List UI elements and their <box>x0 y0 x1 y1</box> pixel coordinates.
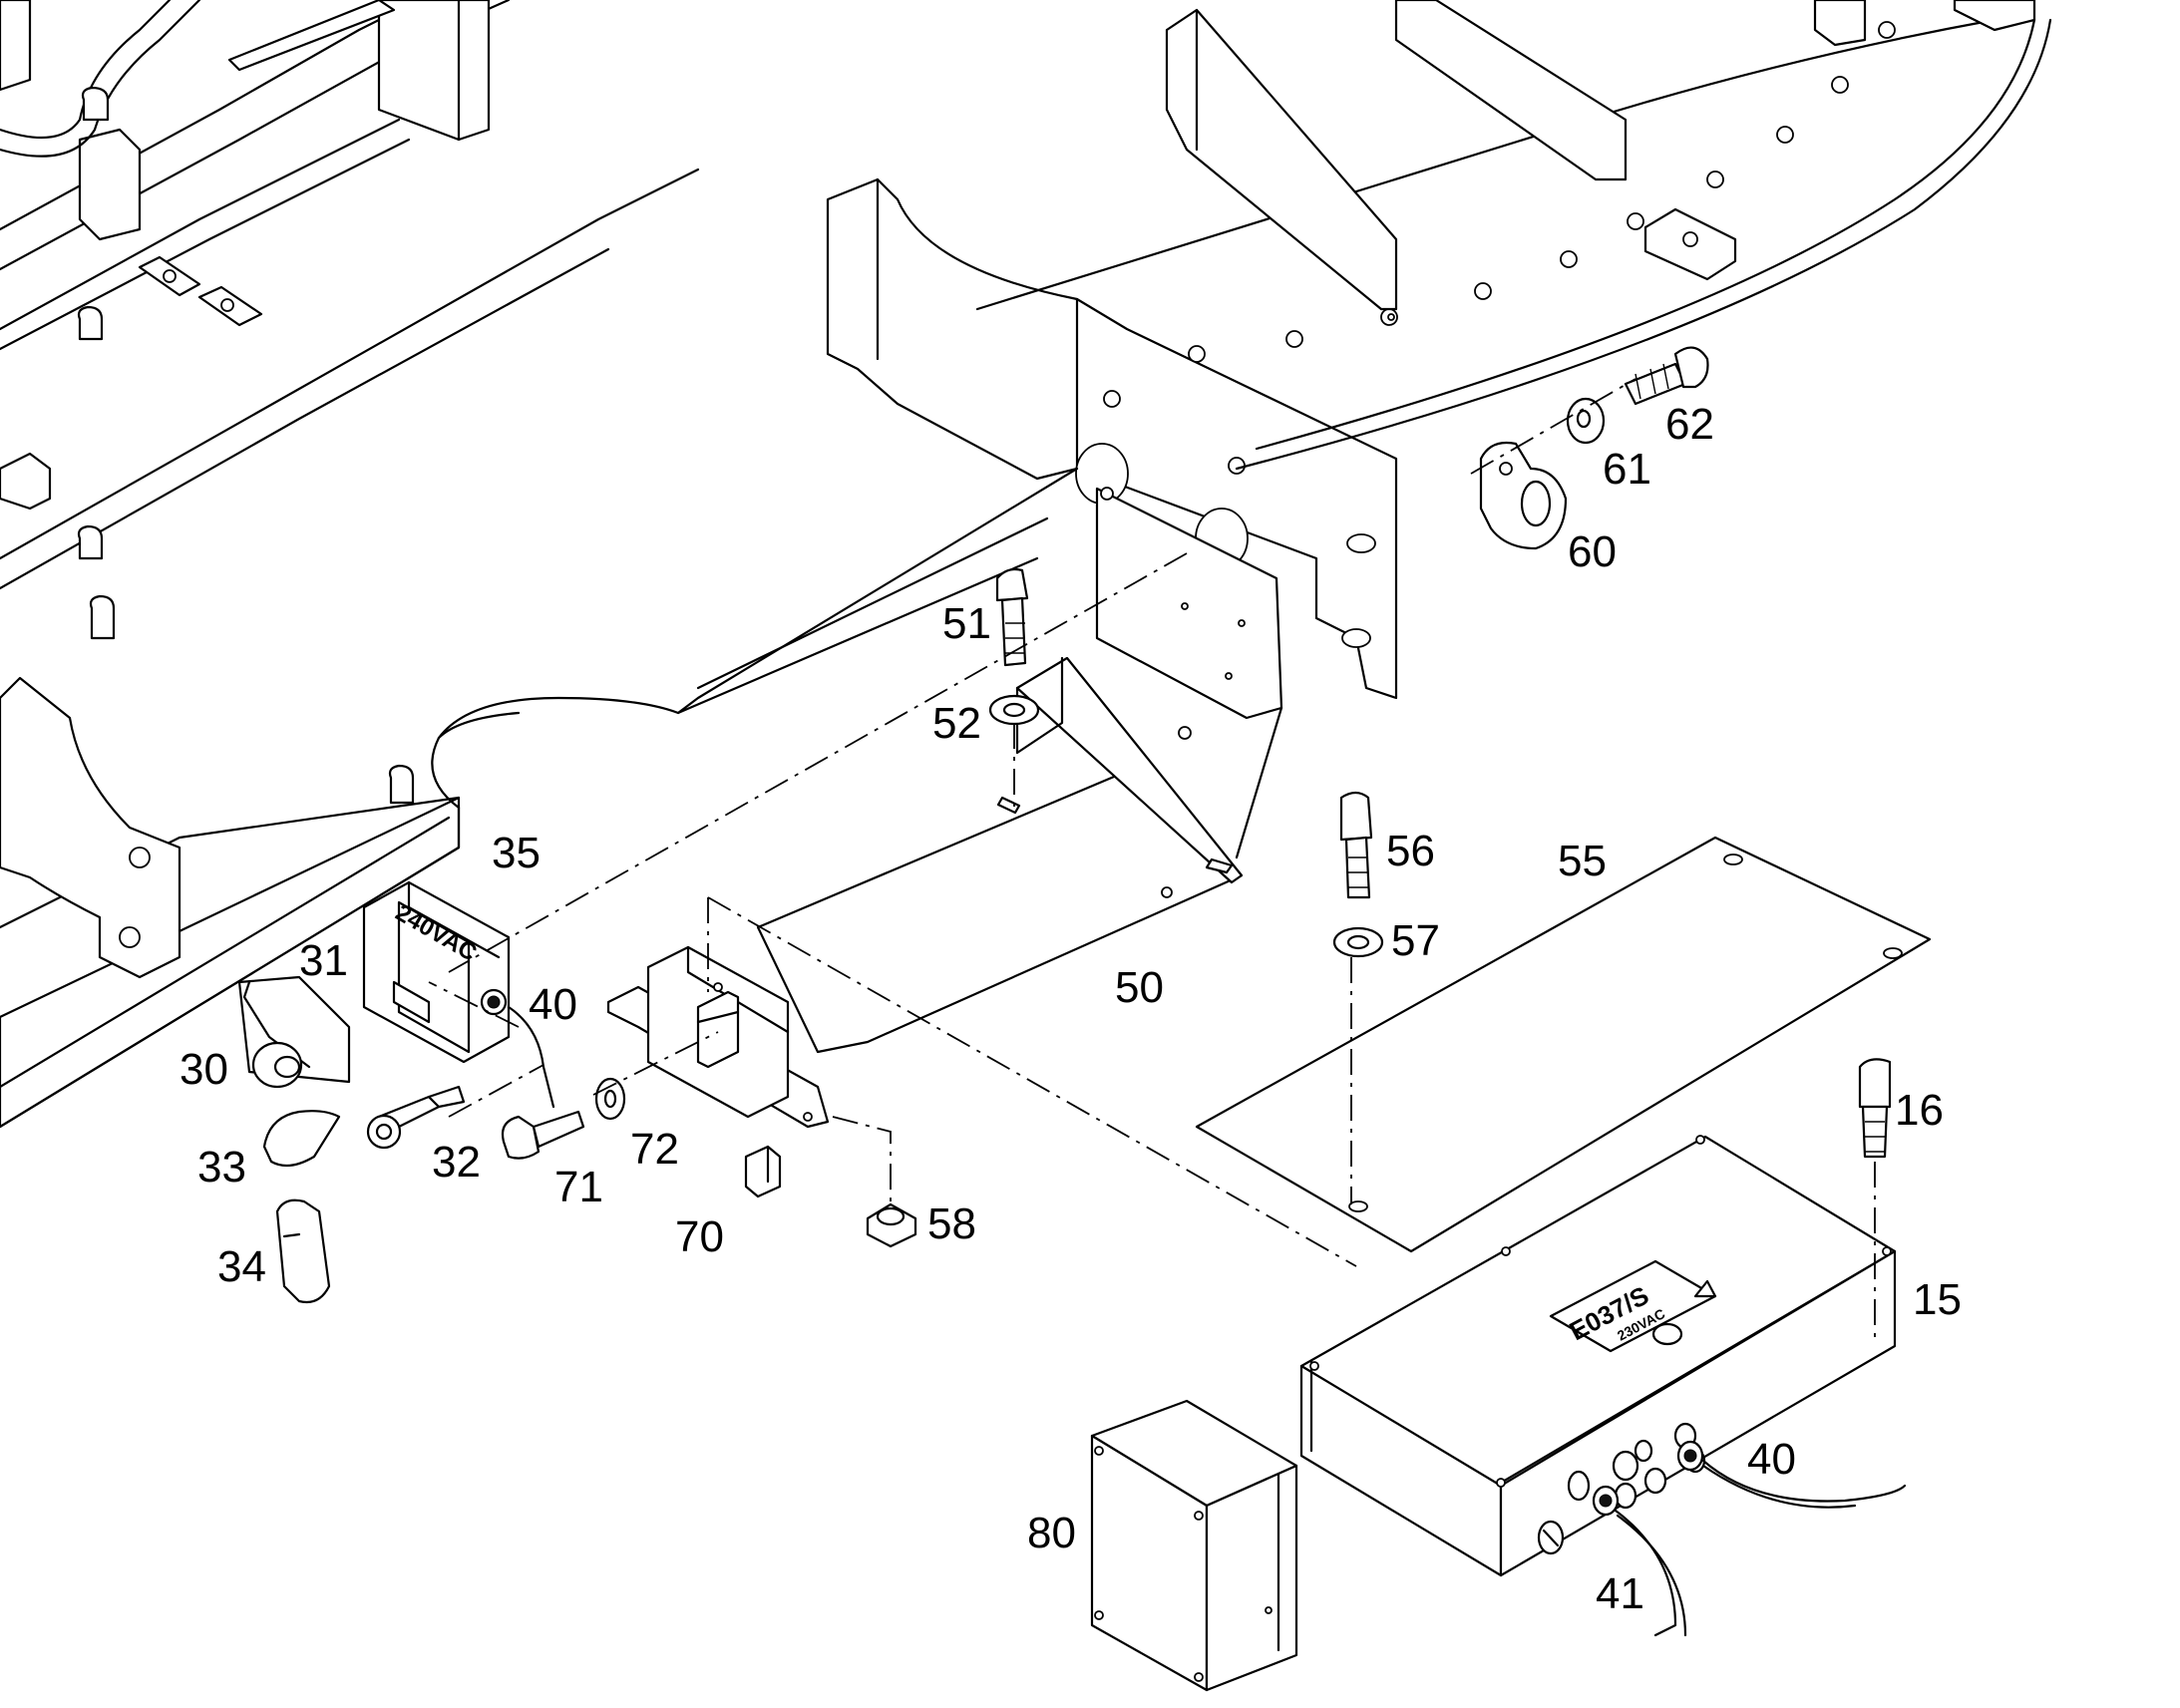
callout-40-control-box: 40 <box>1747 1435 1796 1484</box>
callout-16: 16 <box>1895 1086 1944 1135</box>
callout-61: 61 <box>1603 445 1651 494</box>
callout-labels: 62 61 60 51 52 35 31 40 30 33 32 71 72 3… <box>180 400 1962 1618</box>
callout-40-small-box: 40 <box>529 980 577 1029</box>
callout-33: 33 <box>197 1143 246 1192</box>
enclosure-80 <box>1090 1399 1298 1692</box>
washer-72 <box>594 1077 626 1121</box>
cap-33 <box>262 1110 341 1168</box>
callout-15: 15 <box>1913 1275 1962 1324</box>
bolt-71 <box>501 1110 585 1160</box>
callout-31: 31 <box>299 936 348 985</box>
junction-box-35: 240VAC <box>362 880 511 1064</box>
callout-71: 71 <box>554 1163 603 1211</box>
cover-plate-55 <box>1195 836 1932 1253</box>
assembly-center-lines <box>428 378 1876 1341</box>
callout-50: 50 <box>1115 963 1164 1012</box>
callout-32: 32 <box>432 1138 481 1187</box>
callout-60: 60 <box>1568 527 1617 576</box>
cable-gland-40a <box>480 988 555 1109</box>
washer-52 <box>988 694 1040 726</box>
callout-70: 70 <box>675 1212 724 1261</box>
nut-58 <box>866 1202 917 1248</box>
plug-30 <box>237 975 351 1089</box>
mounting-plate-50 <box>756 487 1283 1054</box>
chassis-frame <box>0 0 2052 1129</box>
callout-57: 57 <box>1391 916 1440 965</box>
cable-clamp-60 <box>1479 441 1568 550</box>
callout-62: 62 <box>1665 400 1714 449</box>
bolt-51 <box>995 567 1029 667</box>
callout-52: 52 <box>932 699 981 748</box>
bolt-16 <box>1858 1058 1892 1159</box>
connector <box>744 1145 782 1198</box>
callout-80: 80 <box>1027 1509 1076 1557</box>
bolt-56 <box>1339 791 1373 899</box>
bolt-32 <box>366 1085 466 1150</box>
callout-35: 35 <box>492 829 541 877</box>
washer-57 <box>1332 926 1384 958</box>
callout-56: 56 <box>1386 827 1435 875</box>
boot-34 <box>275 1198 331 1304</box>
callout-51: 51 <box>942 599 991 648</box>
control-box-15: E037/S 230VAC <box>1299 1135 1907 1637</box>
callout-41: 41 <box>1596 1569 1644 1618</box>
callout-58: 58 <box>927 1199 976 1248</box>
callout-30: 30 <box>180 1045 228 1094</box>
washer-61 <box>1566 397 1606 445</box>
callout-34: 34 <box>217 1242 266 1291</box>
callout-72: 72 <box>630 1125 679 1174</box>
callout-55: 55 <box>1558 837 1607 885</box>
bolt-62 <box>1624 346 1709 406</box>
